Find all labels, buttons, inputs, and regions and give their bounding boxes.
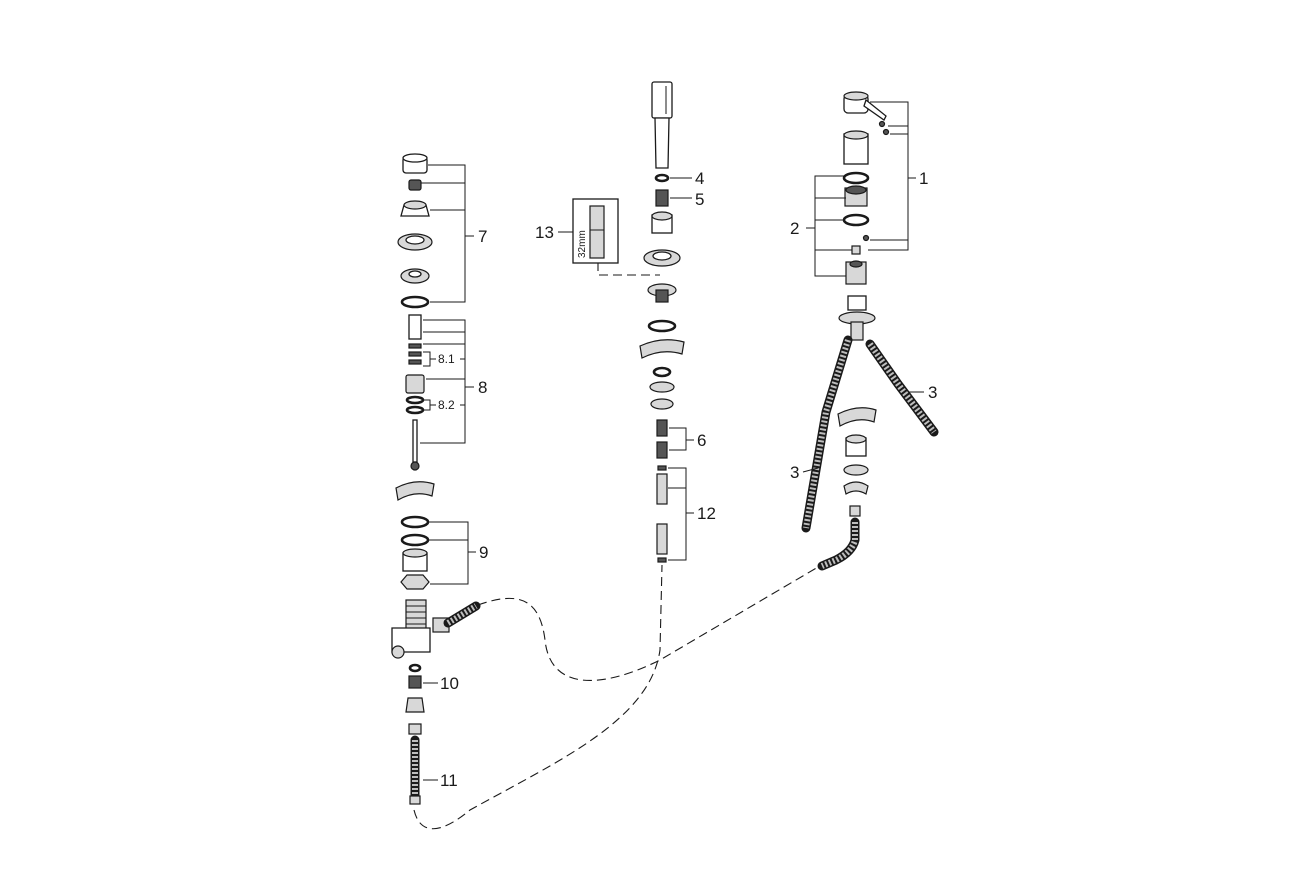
callout-2: 2 bbox=[790, 219, 799, 238]
o-ring-part bbox=[400, 295, 430, 309]
valve-body-part bbox=[405, 374, 425, 415]
right-clip-part bbox=[843, 481, 869, 495]
dimension-label: 32mm bbox=[577, 230, 588, 258]
callout-8-2: 8.2 bbox=[438, 398, 455, 412]
callout-13: 13 bbox=[535, 223, 554, 242]
wedge-bracket-part bbox=[395, 481, 435, 501]
diverter-body-part bbox=[391, 599, 481, 659]
callout-11: 11 bbox=[440, 771, 458, 790]
connection-hose-part bbox=[408, 723, 422, 805]
callout-6: 6 bbox=[697, 431, 706, 450]
callout-3-left: 3 bbox=[790, 463, 799, 482]
small-nut-part bbox=[408, 179, 422, 191]
right-sleeve-part bbox=[845, 434, 867, 457]
upper-o-ring-part bbox=[842, 171, 870, 185]
callout-4: 4 bbox=[695, 169, 704, 188]
middle-washer-2-part bbox=[650, 398, 674, 410]
rod-part bbox=[412, 419, 418, 463]
right-washer-part bbox=[843, 464, 869, 476]
middle-assembly bbox=[572, 81, 685, 563]
callout-3-right: 3 bbox=[928, 383, 937, 402]
cartridge-nut-part bbox=[844, 185, 868, 207]
filter-part bbox=[655, 189, 669, 207]
supply-hose-right-part bbox=[865, 339, 939, 437]
pin-part bbox=[862, 234, 870, 242]
callout-7: 7 bbox=[478, 227, 487, 246]
cartridge-part bbox=[845, 260, 867, 285]
escutcheon-part bbox=[397, 233, 433, 251]
middle-ring-part bbox=[652, 366, 672, 378]
leader-lines bbox=[420, 101, 924, 781]
cap-part bbox=[402, 153, 428, 174]
threaded-mount-part bbox=[647, 283, 677, 303]
spring-part bbox=[656, 419, 668, 459]
shower-escutcheon-part bbox=[643, 249, 681, 267]
spindle-part bbox=[408, 314, 422, 365]
lever-handle-part bbox=[843, 91, 890, 136]
adapter-nut-part bbox=[405, 663, 425, 713]
callout-8: 8 bbox=[478, 378, 487, 397]
right-assembly bbox=[801, 91, 939, 571]
callout-1: 1 bbox=[919, 169, 928, 188]
cover-sleeve-part bbox=[843, 130, 869, 165]
callout-10: 10 bbox=[440, 674, 459, 693]
grub-screw-part bbox=[851, 245, 861, 255]
callout-12: 12 bbox=[697, 504, 716, 523]
left-assembly bbox=[391, 153, 481, 805]
mixer-body-part bbox=[838, 295, 876, 341]
sleeve-part bbox=[400, 200, 430, 217]
threaded-ring-part bbox=[400, 268, 430, 284]
dashed-hose-routes bbox=[413, 262, 831, 830]
middle-wedge-part bbox=[639, 339, 685, 359]
seal-part bbox=[654, 173, 670, 183]
callout-8-1: 8.1 bbox=[438, 352, 455, 366]
callout-labels: 1 2 3 3 4 5 6 7 8 8.1 8.2 9 10 11 12 13 … bbox=[438, 169, 937, 790]
callout-5: 5 bbox=[695, 190, 704, 209]
holder-sleeve-part bbox=[651, 211, 673, 234]
mount-o-ring-part bbox=[647, 319, 677, 333]
right-wedge-part bbox=[837, 407, 877, 427]
elbow-hose-part bbox=[817, 505, 861, 571]
lower-o-ring-part bbox=[842, 213, 870, 227]
mount-set-part bbox=[400, 515, 430, 590]
weight-part bbox=[656, 465, 668, 563]
middle-washer-part bbox=[649, 381, 675, 393]
hand-shower-part bbox=[651, 81, 673, 169]
supply-hose-left-part bbox=[801, 335, 853, 533]
rod-tip-part bbox=[410, 461, 420, 471]
callout-9: 9 bbox=[479, 543, 488, 562]
cartridge-inset-box bbox=[572, 198, 619, 264]
